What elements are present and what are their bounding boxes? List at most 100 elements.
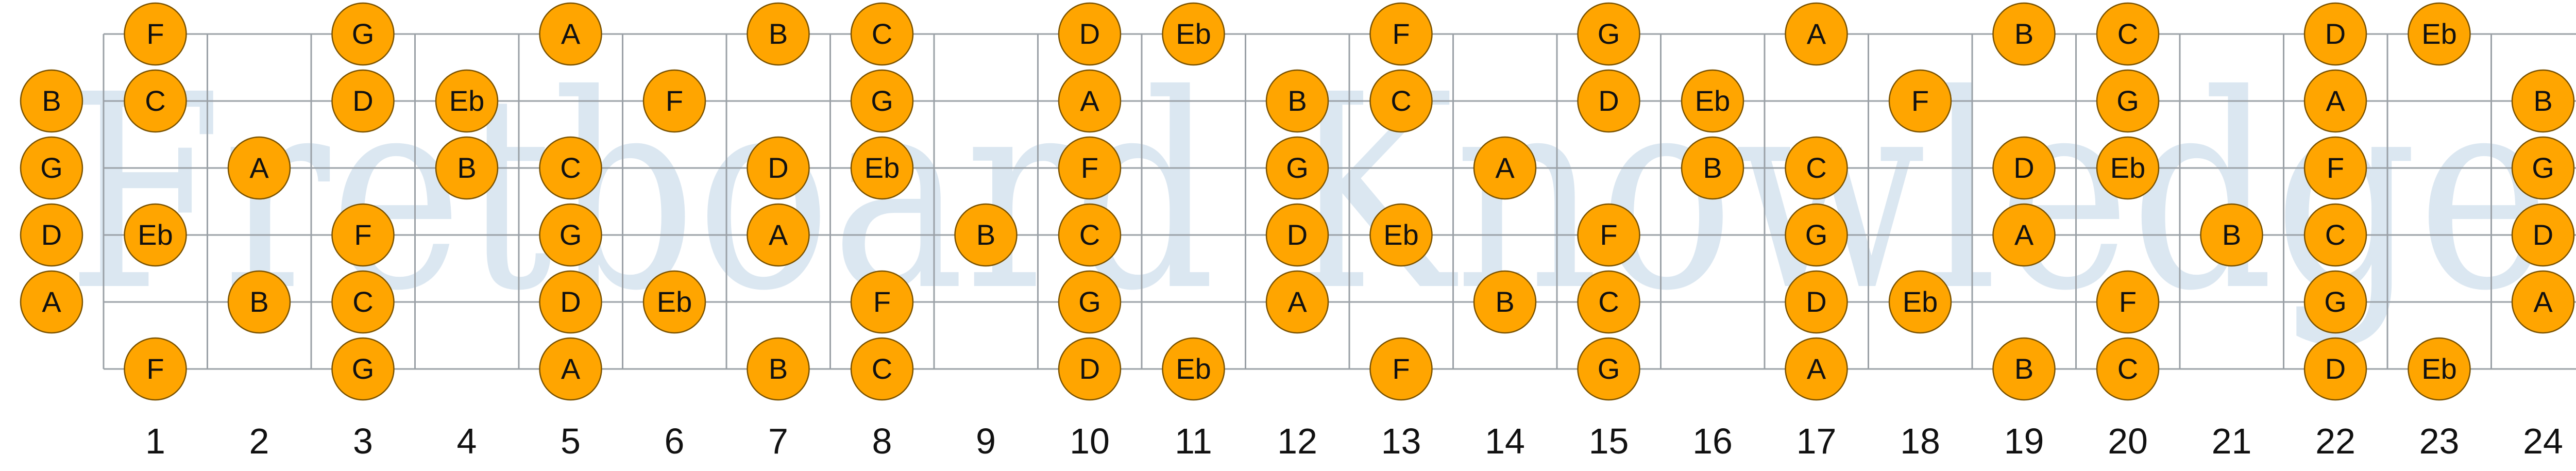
note-circle: [1785, 2, 1848, 66]
note-label: Eb: [865, 152, 900, 184]
note-circle: [20, 136, 83, 200]
fret-number: 16: [1692, 421, 1733, 461]
note-label: A: [249, 152, 269, 184]
note-circle: [124, 203, 187, 267]
note-label: G: [871, 85, 893, 117]
note-circle: [1369, 203, 1433, 267]
note-marker: Eb: [1162, 337, 1225, 401]
note-label: C: [872, 18, 892, 50]
note-circle: [1058, 270, 1122, 334]
fret-number: 7: [768, 421, 788, 461]
note-circle: [20, 203, 83, 267]
fret-number: 23: [2419, 421, 2460, 461]
note-circle: [124, 69, 187, 133]
note-marker: D: [1058, 337, 1122, 401]
note-circle: [2303, 270, 2367, 334]
note-label: Eb: [2421, 352, 2457, 385]
fret-number: 18: [1900, 421, 1940, 461]
note-marker: A: [1473, 136, 1537, 200]
note-marker: B: [227, 270, 291, 334]
note-circle: [747, 2, 810, 66]
note-label: B: [2014, 18, 2033, 50]
note-marker: A: [1785, 337, 1848, 401]
note-marker: B: [1992, 2, 2056, 66]
note-label: Eb: [1383, 218, 1419, 251]
note-marker: D: [20, 203, 83, 267]
note-circle: [1265, 69, 1329, 133]
note-marker: A: [539, 337, 602, 401]
note-marker: G: [2096, 69, 2160, 133]
note-circle: [2303, 2, 2367, 66]
note-marker: Eb: [1681, 69, 1744, 133]
note-marker: F: [331, 203, 395, 267]
note-marker: G: [1577, 2, 1640, 66]
note-label: C: [2325, 218, 2346, 251]
note-marker: D: [1992, 136, 2056, 200]
note-circle: [1369, 337, 1433, 401]
note-circle: [850, 270, 914, 334]
note-label: A: [1807, 18, 1826, 50]
note-label: G: [352, 18, 375, 50]
note-label: D: [2325, 352, 2346, 385]
note-circle: [1369, 69, 1433, 133]
fret-number: 3: [353, 421, 373, 461]
note-marker: B: [1473, 270, 1537, 334]
note-circle: [539, 270, 602, 334]
note-circle: [539, 203, 602, 267]
note-marker: B: [2200, 203, 2263, 267]
fret-number: 10: [1070, 421, 1110, 461]
note-circle: [850, 69, 914, 133]
note-label: G: [1805, 218, 1828, 251]
note-label: C: [1806, 152, 1826, 184]
note-circle: [539, 337, 602, 401]
note-label: G: [1078, 285, 1101, 318]
note-label: G: [1598, 18, 1620, 50]
note-label: A: [2326, 85, 2345, 117]
note-label: A: [1807, 352, 1826, 385]
note-label: D: [2325, 18, 2346, 50]
note-marker: D: [1577, 69, 1640, 133]
note-circle: [2096, 270, 2160, 334]
note-marker: D: [1785, 270, 1848, 334]
note-label: D: [2533, 218, 2553, 251]
note-circle: [1058, 337, 1122, 401]
note-circle: [1058, 203, 1122, 267]
note-circle: [1577, 2, 1640, 66]
note-label: Eb: [657, 285, 692, 318]
note-circle: [2408, 337, 2471, 401]
note-label: G: [352, 352, 375, 385]
note-label: D: [1598, 85, 1619, 117]
note-marker: C: [1058, 203, 1122, 267]
fretboard-grid: [103, 33, 2576, 370]
note-marker: G: [1058, 270, 1122, 334]
note-marker: Eb: [124, 203, 187, 267]
note-marker: A: [1992, 203, 2056, 267]
note-label: D: [768, 152, 788, 184]
note-circle: [1162, 337, 1225, 401]
note-circle: [1473, 136, 1537, 200]
note-marker: B: [435, 136, 499, 200]
fret-number: 24: [2523, 421, 2563, 461]
note-marker: Eb: [2408, 337, 2471, 401]
note-marker: F: [2303, 136, 2367, 200]
note-marker: F: [642, 69, 706, 133]
fret-number: 1: [145, 421, 165, 461]
note-label: F: [2119, 285, 2137, 318]
note-label: F: [1392, 18, 1410, 50]
note-marker: C: [539, 136, 602, 200]
note-marker: B: [1992, 337, 2056, 401]
note-label: Eb: [2110, 152, 2146, 184]
note-marker: Eb: [642, 270, 706, 334]
note-label: C: [1598, 285, 1619, 318]
note-label: D: [2013, 152, 2034, 184]
note-label: F: [1392, 352, 1410, 385]
note-marker: F: [124, 2, 187, 66]
note-circle: [2096, 337, 2160, 401]
note-circle: [1369, 2, 1433, 66]
note-circle: [2200, 203, 2263, 267]
note-marker: D: [2303, 337, 2367, 401]
note-marker: G: [331, 337, 395, 401]
note-label: D: [41, 218, 62, 251]
